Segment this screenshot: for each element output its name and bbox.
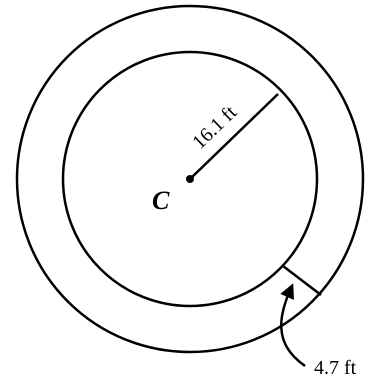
band-width-segment: [282, 265, 322, 296]
center-label: C: [152, 186, 170, 215]
center-point: [186, 175, 194, 183]
inner-radius-line: [189, 93, 279, 180]
inner-radius-label: 16.1 ft: [188, 101, 241, 153]
band-width-label: 4.7 ft: [314, 357, 357, 379]
band-width-pointer: [280, 283, 306, 368]
inner-circle: [61, 50, 319, 308]
outer-circle: [15, 4, 365, 354]
